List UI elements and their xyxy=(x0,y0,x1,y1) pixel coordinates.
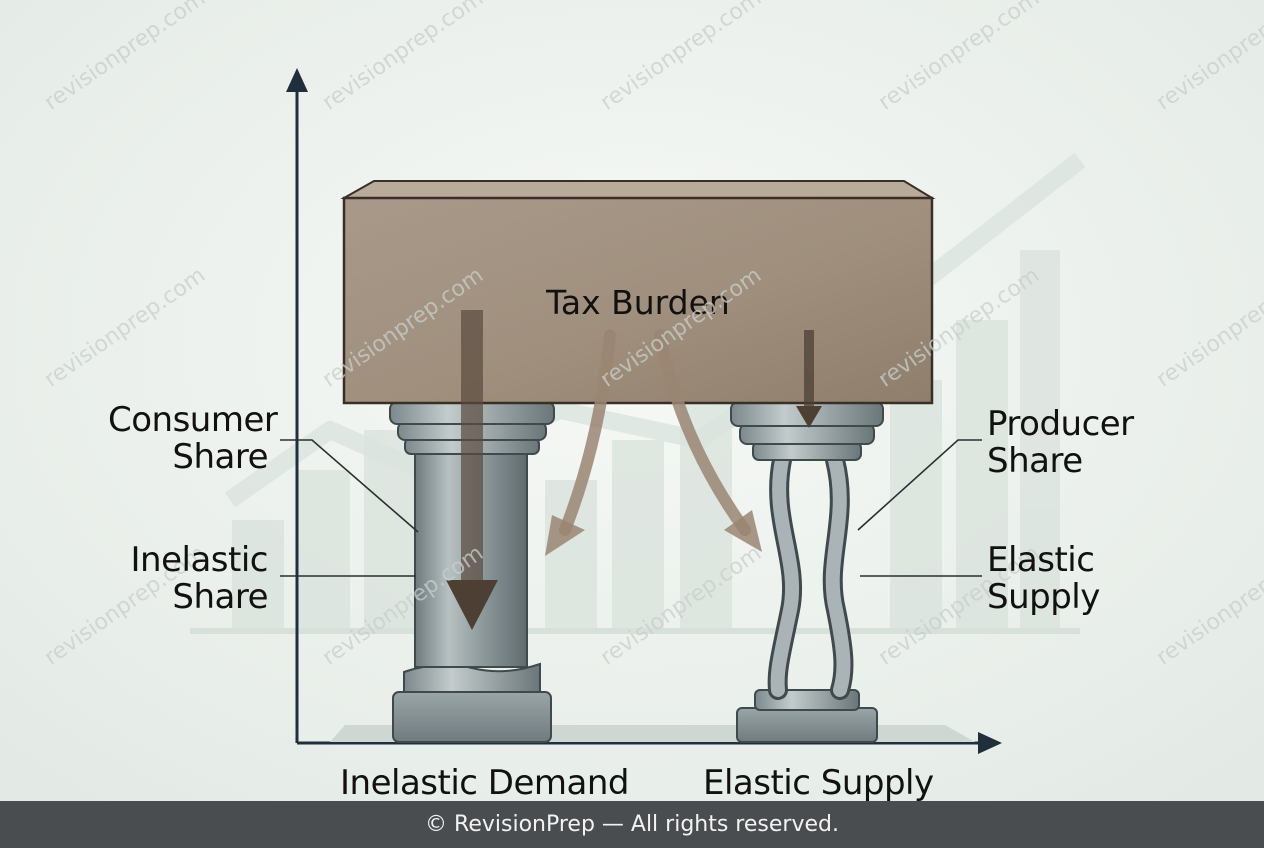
copyright-footer: © RevisionPrep — All rights reserved. xyxy=(0,801,1264,848)
consumer-burden-arrow xyxy=(446,310,498,630)
elastic-supply-callout-line-1: Elastic xyxy=(987,540,1095,580)
box-label: Tax Burden xyxy=(545,283,730,322)
inelastic-demand-axis-label: Inelastic Demand xyxy=(340,763,629,803)
producer-burden-arrow xyxy=(796,330,822,428)
label-leader-lines xyxy=(280,439,982,577)
consumer-share-line-1: Consumer xyxy=(108,400,278,440)
inelastic-share-line-1: Inelastic xyxy=(130,540,269,580)
consumer-share-label: Consumer Share xyxy=(108,400,278,477)
elastic-supply-callout-line-2: Supply xyxy=(987,577,1100,617)
inelastic-share-label: Inelastic Share xyxy=(110,540,269,617)
inelastic-pillar xyxy=(389,401,555,743)
elastic-supply-axis-label: Elastic Supply xyxy=(703,763,934,803)
burden-flow-arrows xyxy=(545,329,762,556)
consumer-share-line-2: Share xyxy=(172,437,268,477)
producer-share-label: Producer Share xyxy=(987,406,1134,480)
elastic-supply-callout-label: Elastic Supply xyxy=(987,542,1100,616)
inelastic-share-line-2: Share xyxy=(172,577,268,617)
tax-burden-box xyxy=(340,180,936,405)
producer-share-line-1: Producer xyxy=(987,404,1134,444)
producer-share-line-2: Share xyxy=(987,441,1083,481)
